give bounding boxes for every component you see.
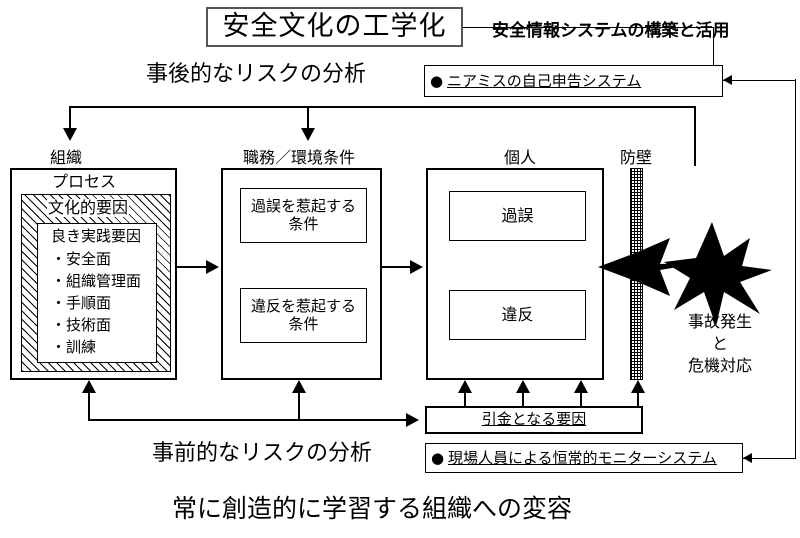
cultural-factors-hatched-box: 文化的要因 良き実践要因 ・安全面 ・組織管理面 ・手順面 ・技術面 ・訓練 [21,194,171,372]
top-feedback-org-arrowhead [63,128,77,141]
violation-conditions-box: 違反を惹起する 条件 [240,288,367,343]
error-conditions-box: 過誤を惹起する 条件 [240,188,367,243]
violation-conditions-line-2: 条件 [288,314,319,333]
footer-label: 常に創造的に学習する組織への変容 [172,494,573,523]
monitoring-feed-line [743,458,795,459]
outcome-line-1: と [711,334,728,353]
title-connector-drop [713,27,714,65]
good-practice-item-0: ・安全面 [51,250,112,268]
breakthrough-arrow-icon [598,238,708,296]
diagram-title: 安全文化の工学化 [222,11,447,43]
organization-subheading: プロセス [52,172,117,191]
trigger-factors-label: 引金となる要因 [481,410,587,429]
top-feedback-org-drop [69,106,71,130]
bottom-feedback-arrowhead [406,413,419,427]
barrier-heading: 防壁 [620,148,653,167]
near-miss-system-box: ● ニアミスの自己申告システム [424,65,723,97]
job-environment-box: 過誤を惹起する 条件 違反を惹起する 条件 [221,168,382,380]
outcome-line-0: 事故発生 [687,312,752,331]
trigger-up-line-0 [464,393,466,411]
violation-label: 違反 [501,304,534,324]
top-feedback-right-drop [694,106,696,166]
bottom-feedback-org-riser [88,393,90,420]
cultural-factors-label: 文化的要因 [47,198,130,218]
bottom-feedback-job-arrowhead [292,380,306,393]
post-analysis-label: 事後的なリスクの分析 [146,62,367,87]
job-to-person-arrowhead [410,260,423,274]
top-feedback-job-arrowhead [301,128,315,141]
monitoring-label: 現場人員による恒常的モニターシステム [448,449,717,467]
pre-analysis-label: 事前的なリスクの分析 [152,441,373,466]
explosion-star-icon [664,222,772,326]
column-heading-job: 職務／環境条件 [243,148,356,167]
trigger-factors-box: 引金となる要因 [425,406,643,434]
violation-box: 違反 [449,290,586,340]
monitoring-bullet: ● [431,449,445,467]
error-conditions-line-2: 条件 [288,214,319,233]
header-right-label: 安全情報システムの構築と活用 [492,21,730,41]
top-feedback-bus [69,106,694,108]
good-practice-title: 良き実践要因 [51,227,142,245]
column-heading-person: 個人 [504,148,537,167]
organization-box: プロセス 文化的要因 良き実践要因 ・安全面 ・組織管理面 ・手順面 ・技術面 … [10,168,177,380]
title-connector-line [463,27,713,28]
breakthrough-arrow-shaft [605,266,683,267]
monitoring-system-box: ● 現場人員による恒常的モニターシステム [425,443,743,473]
monitoring-feed-arrowhead [743,453,752,463]
trigger-up-arrowhead-1 [516,380,530,393]
bottom-feedback-org-arrowhead [82,380,96,393]
trigger-up-arrowhead-3 [631,380,645,393]
error-label: 過誤 [501,205,534,225]
error-box: 過誤 [449,191,586,241]
near-miss-label: ニアミスの自己申告システム [447,72,642,90]
trigger-up-line-3 [637,393,639,411]
good-practice-item-3: ・技術面 [51,316,112,334]
bottom-feedback-bus [88,419,410,421]
column-heading-organization: 組織 [50,148,83,167]
trigger-up-arrowhead-0 [458,380,472,393]
diagram-title-box: 安全文化の工学化 [206,7,463,47]
org-to-job-arrowhead [206,260,219,274]
good-practice-item-1: ・組織管理面 [51,272,142,290]
near-miss-feed-arrowhead [723,75,732,85]
violation-conditions-line-1: 違反を惹起する [250,297,356,316]
trigger-up-arrowhead-2 [574,380,588,393]
top-feedback-job-drop [307,106,309,130]
good-practice-box: 良き実践要因 ・安全面 ・組織管理面 ・手順面 ・技術面 ・訓練 [37,223,157,363]
job-to-person-line [382,266,413,268]
person-box: 過誤 違反 [426,168,604,380]
near-miss-feed-line [723,80,795,81]
error-conditions-line-1: 過誤を惹起する [250,197,356,216]
right-rail-line [795,79,796,459]
trigger-up-line-2 [580,393,582,411]
bottom-feedback-job-riser [298,393,300,420]
good-practice-item-2: ・手順面 [51,294,112,312]
trigger-up-line-1 [522,393,524,411]
near-miss-bullet: ● [430,72,444,90]
good-practice-item-4: ・訓練 [51,338,97,356]
org-to-job-line [177,266,210,268]
outcome-line-2: 危機対応 [687,356,752,375]
